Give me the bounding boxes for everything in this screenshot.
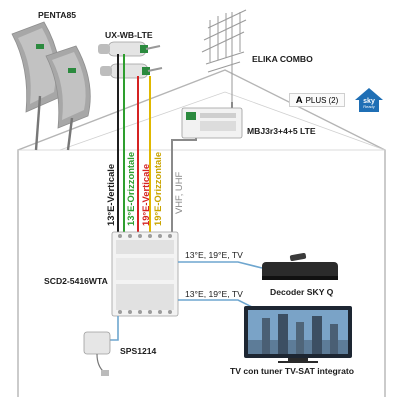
label-penta85: PENTA85 — [38, 10, 77, 20]
house-inner-roof — [59, 91, 386, 151]
lnb-1 — [98, 41, 161, 57]
sky-logo-text: sky — [363, 98, 375, 105]
label-decoder: Decoder SKY Q — [270, 287, 334, 297]
label-multiswitch: SCD2-5416WTA — [44, 276, 108, 286]
label-tv: TV con tuner TV-SAT integrato — [230, 366, 354, 376]
feed-label-13e-vertical: 13°E-Verticale — [105, 163, 116, 226]
energy-class-badge: A PLUS (2) — [289, 93, 345, 107]
sky-ready-logo: sky Ready — [354, 87, 384, 113]
tv-set — [244, 306, 352, 363]
amplifier-box — [181, 107, 243, 139]
energy-class-text: PLUS — [305, 95, 327, 105]
feed-label-19e-horizontal: 19°E-Orizzontale — [152, 151, 163, 226]
dish-antenna-2 — [45, 45, 91, 151]
sky-logo-subtext: Ready — [363, 104, 375, 109]
energy-class-letter: A — [295, 94, 303, 106]
label-cable-tv: 13°E, 19°E, TV — [185, 289, 243, 299]
decoder-box — [262, 252, 338, 280]
feed-cables — [117, 54, 233, 232]
label-elika: ELIKA COMBO — [252, 54, 313, 64]
house-outline — [17, 69, 386, 397]
label-lnb: UX-WB-LTE — [105, 30, 153, 40]
elika-antenna — [201, 9, 247, 102]
feed-label-13e-horizontal: 13°E-Orizzontale — [125, 151, 136, 226]
house-icon — [355, 88, 383, 112]
psu-box — [83, 331, 111, 376]
multiswitch-box — [111, 231, 179, 317]
dish-antenna-1 — [11, 21, 61, 151]
feed-label-vhf-uhf: VHF, UHF — [173, 171, 184, 214]
label-cable-decoder: 13°E, 19°E, TV — [185, 250, 243, 260]
label-psu: SPS1214 — [120, 346, 157, 356]
feed-label-19e-vertical: 19°E-Verticale — [140, 163, 151, 226]
label-amplifier: MBJ3r3+4+5 LTE — [247, 126, 316, 136]
lnb-2 — [100, 63, 163, 79]
energy-class-code: (2) — [328, 95, 339, 105]
